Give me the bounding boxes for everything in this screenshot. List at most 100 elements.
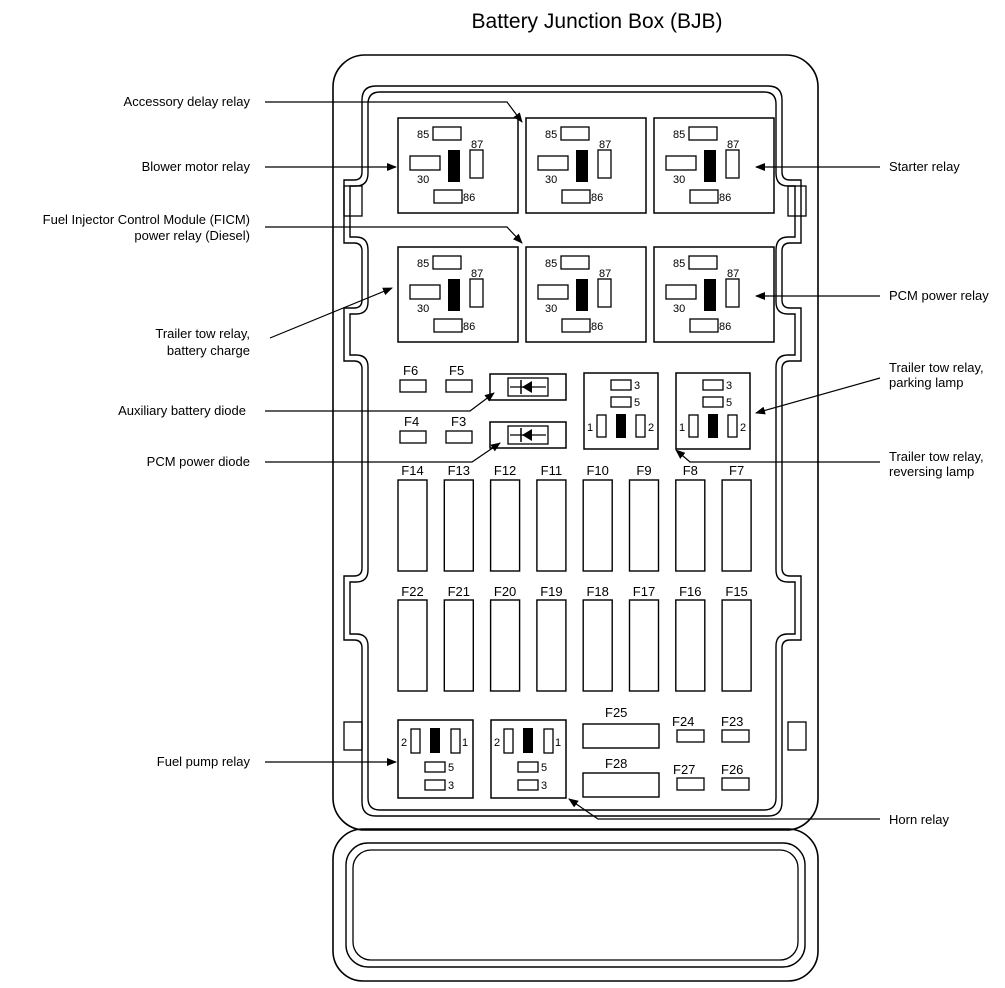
fuse-f20 <box>489 599 521 692</box>
fuse-label-f22: F22 <box>401 584 423 599</box>
pin-label-85: 85 <box>545 129 557 141</box>
pin-label-86: 86 <box>719 321 731 333</box>
fuse-f10 <box>582 479 613 572</box>
fuses-bottom <box>582 723 750 798</box>
relay-blower-motor <box>397 117 519 214</box>
pin-label-3: 3 <box>634 380 640 392</box>
pin-label-85: 85 <box>673 258 685 270</box>
pin-label-30: 30 <box>545 303 557 315</box>
fuse-label-f8: F8 <box>683 463 698 478</box>
pin-label-86: 86 <box>463 192 475 204</box>
fuse-label-f9: F9 <box>636 463 651 478</box>
fuse-label-f14: F14 <box>401 463 423 478</box>
fuse-label-f26: F26 <box>721 762 743 777</box>
fuse-f22 <box>397 599 428 692</box>
callout-ficm-relay-line1: Fuel Injector Control Module (FICM) <box>43 212 250 227</box>
pin-label-87: 87 <box>727 268 739 280</box>
fuse-label-f15: F15 <box>725 584 747 599</box>
fuse-f7 <box>721 479 752 572</box>
fuse-label-f6: F6 <box>403 363 418 378</box>
pin-label-30: 30 <box>545 174 557 186</box>
relay-horn <box>490 719 567 799</box>
fuse-label-f10: F10 <box>586 463 608 478</box>
fuse-label-f3: F3 <box>451 414 466 429</box>
pin-label-30: 30 <box>673 174 685 186</box>
fuse-label-f27: F27 <box>673 762 695 777</box>
pin-label-1: 1 <box>587 422 593 434</box>
relay-pin-labels: 85 87 30 86 85 87 30 86 85 87 30 86 85 87 30 86 85 87 30 86… <box>417 129 739 333</box>
pin-label-1: 1 <box>679 422 685 434</box>
fuse-f19 <box>536 599 567 692</box>
pin-label-1: 1 <box>555 737 561 749</box>
relay-starter <box>653 117 775 214</box>
pin-label-30: 30 <box>417 174 429 186</box>
pin-label-87: 87 <box>471 139 483 151</box>
callout-trailer-battery-charge-line2: battery charge <box>167 343 250 358</box>
pin-label-85: 85 <box>545 258 557 270</box>
pin-label-87: 87 <box>599 139 611 151</box>
fuse-label-f21: F21 <box>448 584 470 599</box>
callout-pcm-power-diode: PCM power diode <box>147 454 250 469</box>
pin-label-86: 86 <box>591 321 603 333</box>
callout-horn-relay: Horn relay <box>889 812 949 827</box>
fuse-label-f13: F13 <box>448 463 470 478</box>
fuse-f15 <box>721 599 752 692</box>
relay-trailer-parking-lamp <box>675 372 751 450</box>
diagram-title: Battery Junction Box (BJB) <box>472 10 723 33</box>
callout-trailer-reversing-line1: Trailer tow relay, <box>889 449 984 464</box>
relay-trailer-reversing-lamp <box>583 372 659 450</box>
pin-label-2: 2 <box>648 422 654 434</box>
fuse-label-f5: F5 <box>449 363 464 378</box>
pin-label-86: 86 <box>719 192 731 204</box>
fuse-label-f23: F23 <box>721 714 743 729</box>
pin-label-3: 3 <box>541 780 547 792</box>
callout-ficm-relay-line2: power relay (Diesel) <box>134 228 250 243</box>
pin-label-85: 85 <box>417 258 429 270</box>
pin-label-30: 30 <box>417 303 429 315</box>
fuse-label-f7: F7 <box>729 463 744 478</box>
pin-label-1: 1 <box>462 737 468 749</box>
callout-texts: Accessory delay relay Blower motor relay… <box>43 94 990 827</box>
fuse-f14 <box>397 479 428 572</box>
pin-label-2: 2 <box>740 422 746 434</box>
pin-label-3: 3 <box>448 780 454 792</box>
fuse-label-f25: F25 <box>605 705 627 720</box>
fuse-label-f11: F11 <box>541 463 562 478</box>
fuse-label-f20: F20 <box>494 584 516 599</box>
callout-accessory-delay-relay: Accessory delay relay <box>124 94 251 109</box>
auxiliary-battery-diode <box>489 373 567 401</box>
fuse-label-f28: F28 <box>605 756 627 771</box>
fuse-f9 <box>628 479 660 572</box>
fuse-label-f18: F18 <box>586 584 608 599</box>
pin-label-86: 86 <box>463 321 475 333</box>
relay-pcm-power <box>653 246 775 343</box>
relay-ficm-power <box>525 246 647 343</box>
fuse-f16 <box>675 599 706 692</box>
callout-trailer-parking-line2: parking lamp <box>889 375 963 390</box>
pin-label-85: 85 <box>417 129 429 141</box>
pin-label-2: 2 <box>494 737 500 749</box>
pin-label-86: 86 <box>591 192 603 204</box>
callout-starter-relay: Starter relay <box>889 159 960 174</box>
pin-label-5: 5 <box>726 397 732 409</box>
callout-pcm-power-relay: PCM power relay <box>889 288 989 303</box>
pin-label-30: 30 <box>673 303 685 315</box>
fuse-f21 <box>443 599 474 692</box>
relay-trailer-battery-charge <box>397 246 519 343</box>
callout-trailer-parking-line1: Trailer tow relay, <box>889 360 984 375</box>
pin-label-5: 5 <box>634 397 640 409</box>
fuse-label-f19: F19 <box>540 584 562 599</box>
fuse-f12 <box>489 479 521 572</box>
fuse-f17 <box>628 599 660 692</box>
relay-fuel-pump <box>397 719 474 799</box>
pin-label-85: 85 <box>673 129 685 141</box>
fuse-label-f4: F4 <box>404 414 419 429</box>
fuse-f11 <box>536 479 567 572</box>
pin-label-87: 87 <box>727 139 739 151</box>
pin-label-87: 87 <box>599 268 611 280</box>
fuse-f18 <box>582 599 613 692</box>
